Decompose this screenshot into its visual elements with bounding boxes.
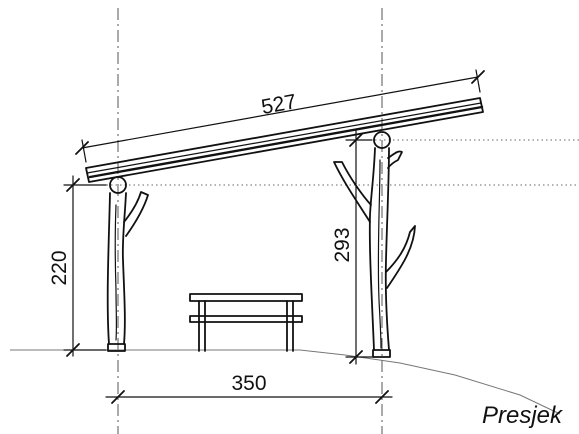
left-post-grain xyxy=(114,204,118,341)
right-height-dimension: 293 xyxy=(331,130,373,365)
right-post-footing xyxy=(372,349,391,358)
section-title: Presjek xyxy=(482,402,564,429)
left-post-footing xyxy=(107,343,126,352)
post-spacing-dimension: 350 xyxy=(105,372,393,404)
left-post-branch xyxy=(123,191,149,237)
left-height-tick-top xyxy=(66,178,80,192)
left-post-height-label: 220 xyxy=(48,250,71,285)
right-post xyxy=(333,131,416,358)
roof-dimension-ext-right xyxy=(475,69,481,93)
roof-beam-cover xyxy=(88,105,484,179)
post-spacing-label: 350 xyxy=(231,372,266,395)
right-purlin-circle xyxy=(373,131,391,149)
spacing-tick-left xyxy=(111,390,125,404)
left-post-left-edge xyxy=(106,192,111,345)
table-bench xyxy=(189,315,303,323)
left-post xyxy=(106,176,149,352)
right-post-left-edge xyxy=(368,147,376,351)
right-post-right-edge xyxy=(384,147,390,351)
ground-line xyxy=(10,349,561,415)
left-height-dimension: 220 xyxy=(48,175,107,357)
spacing-tick-right xyxy=(375,390,389,404)
right-post-height-label: 293 xyxy=(331,227,354,262)
left-purlin-circle xyxy=(109,176,127,194)
left-height-tick-bottom xyxy=(66,343,80,357)
left-post-right-edge xyxy=(121,192,127,345)
right-post-grain xyxy=(377,159,382,349)
roof-dimension-ext-left xyxy=(81,139,87,163)
roof-beam-inner-line xyxy=(86,102,482,174)
right-height-tick-bottom xyxy=(349,350,363,364)
right-post-right-branch xyxy=(385,225,416,289)
roof-beam-outline xyxy=(85,97,484,183)
right-height-tick-top xyxy=(349,133,363,147)
roof-length-label: 527 xyxy=(260,90,299,119)
roof-dimension-line xyxy=(81,76,479,149)
picnic-table xyxy=(189,293,303,352)
roof-dimension-tick-left xyxy=(75,141,89,155)
right-post-upper-stub xyxy=(387,150,403,169)
table-top xyxy=(189,293,303,302)
roof-beam xyxy=(85,97,484,183)
roof-dimension-tick-right xyxy=(471,70,485,84)
right-post-left-branch xyxy=(333,161,372,223)
